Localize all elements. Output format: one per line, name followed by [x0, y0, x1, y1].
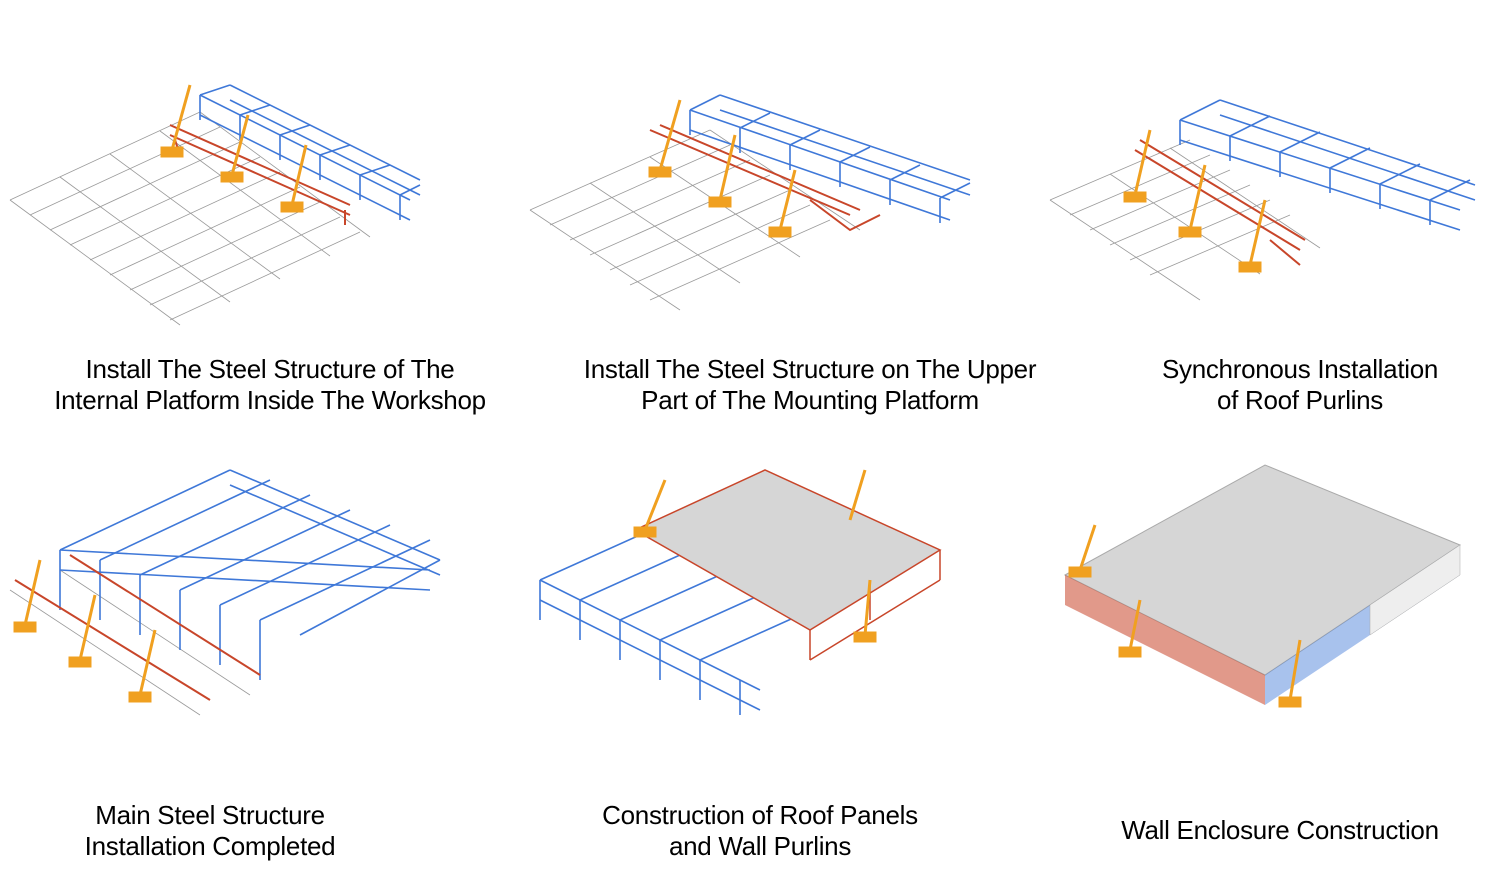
step-2-caption: Install The Steel Structure on The Upper…	[540, 354, 1080, 416]
step-1-caption-line2: Internal Platform Inside The Workshop	[54, 385, 486, 415]
cranes	[160, 84, 308, 213]
step-5-caption: Construction of Roof Panels and Wall Pur…	[560, 800, 960, 862]
step-3-caption: Synchronous Installation of Roof Purlins	[1080, 354, 1485, 416]
step-2-caption-line2: Part of The Mounting Platform	[641, 385, 979, 415]
wall-purlins	[809, 550, 941, 661]
step-6-illustration	[1040, 460, 1480, 730]
internal-platform	[169, 124, 351, 225]
step-5-caption-line1: Construction of Roof Panels	[602, 800, 918, 830]
steel-frames	[539, 534, 801, 715]
roof-purlins	[1134, 139, 1306, 266]
step-4-drawing	[9, 469, 441, 716]
mounting-platform	[649, 124, 881, 232]
step-2-drawing	[529, 94, 971, 311]
foundation-grid	[529, 129, 861, 311]
cranes	[1123, 129, 1267, 273]
step-1-drawing	[9, 84, 421, 326]
step-2-caption-line1: Install The Steel Structure on The Upper	[583, 354, 1037, 384]
cranes	[13, 559, 157, 703]
step-2-illustration	[520, 40, 1020, 340]
cranes	[648, 99, 797, 238]
step-4-caption-line1: Main Steel Structure	[95, 800, 325, 830]
step-5-caption-line2: and Wall Purlins	[668, 831, 852, 861]
step-4-illustration	[0, 460, 480, 730]
roof	[1063, 464, 1462, 676]
step-4-caption-line2: Installation Completed	[84, 831, 336, 861]
step-3-illustration	[1040, 40, 1485, 340]
step-5-drawing	[539, 469, 942, 715]
step-3-caption-line2: of Roof Purlins	[1216, 385, 1384, 415]
step-6-drawing	[1063, 464, 1462, 708]
step-1-caption: Install The Steel Structure of The Inter…	[0, 354, 540, 416]
step-5-illustration	[520, 460, 980, 730]
front-wall	[1065, 575, 1265, 705]
step-6-caption-line1: Wall Enclosure Construction	[1121, 815, 1439, 845]
cranes	[633, 469, 877, 643]
step-3-drawing	[1049, 99, 1476, 301]
steel-frames	[59, 469, 441, 680]
steel-frames	[1179, 99, 1476, 231]
steel-platform	[14, 554, 261, 701]
step-1-illustration	[0, 40, 480, 340]
step-4-caption: Main Steel Structure Installation Comple…	[0, 800, 420, 862]
roof-panels	[633, 469, 942, 631]
step-3-caption-line1: Synchronous Installation	[1161, 354, 1439, 384]
enclosed-wall	[1369, 544, 1461, 636]
steel-frames	[689, 94, 971, 223]
step-6-caption: Wall Enclosure Construction	[1080, 815, 1480, 846]
cranes	[1068, 524, 1302, 708]
step-1-caption-line1: Install The Steel Structure of The	[85, 354, 455, 384]
foundation-grid	[9, 111, 371, 326]
